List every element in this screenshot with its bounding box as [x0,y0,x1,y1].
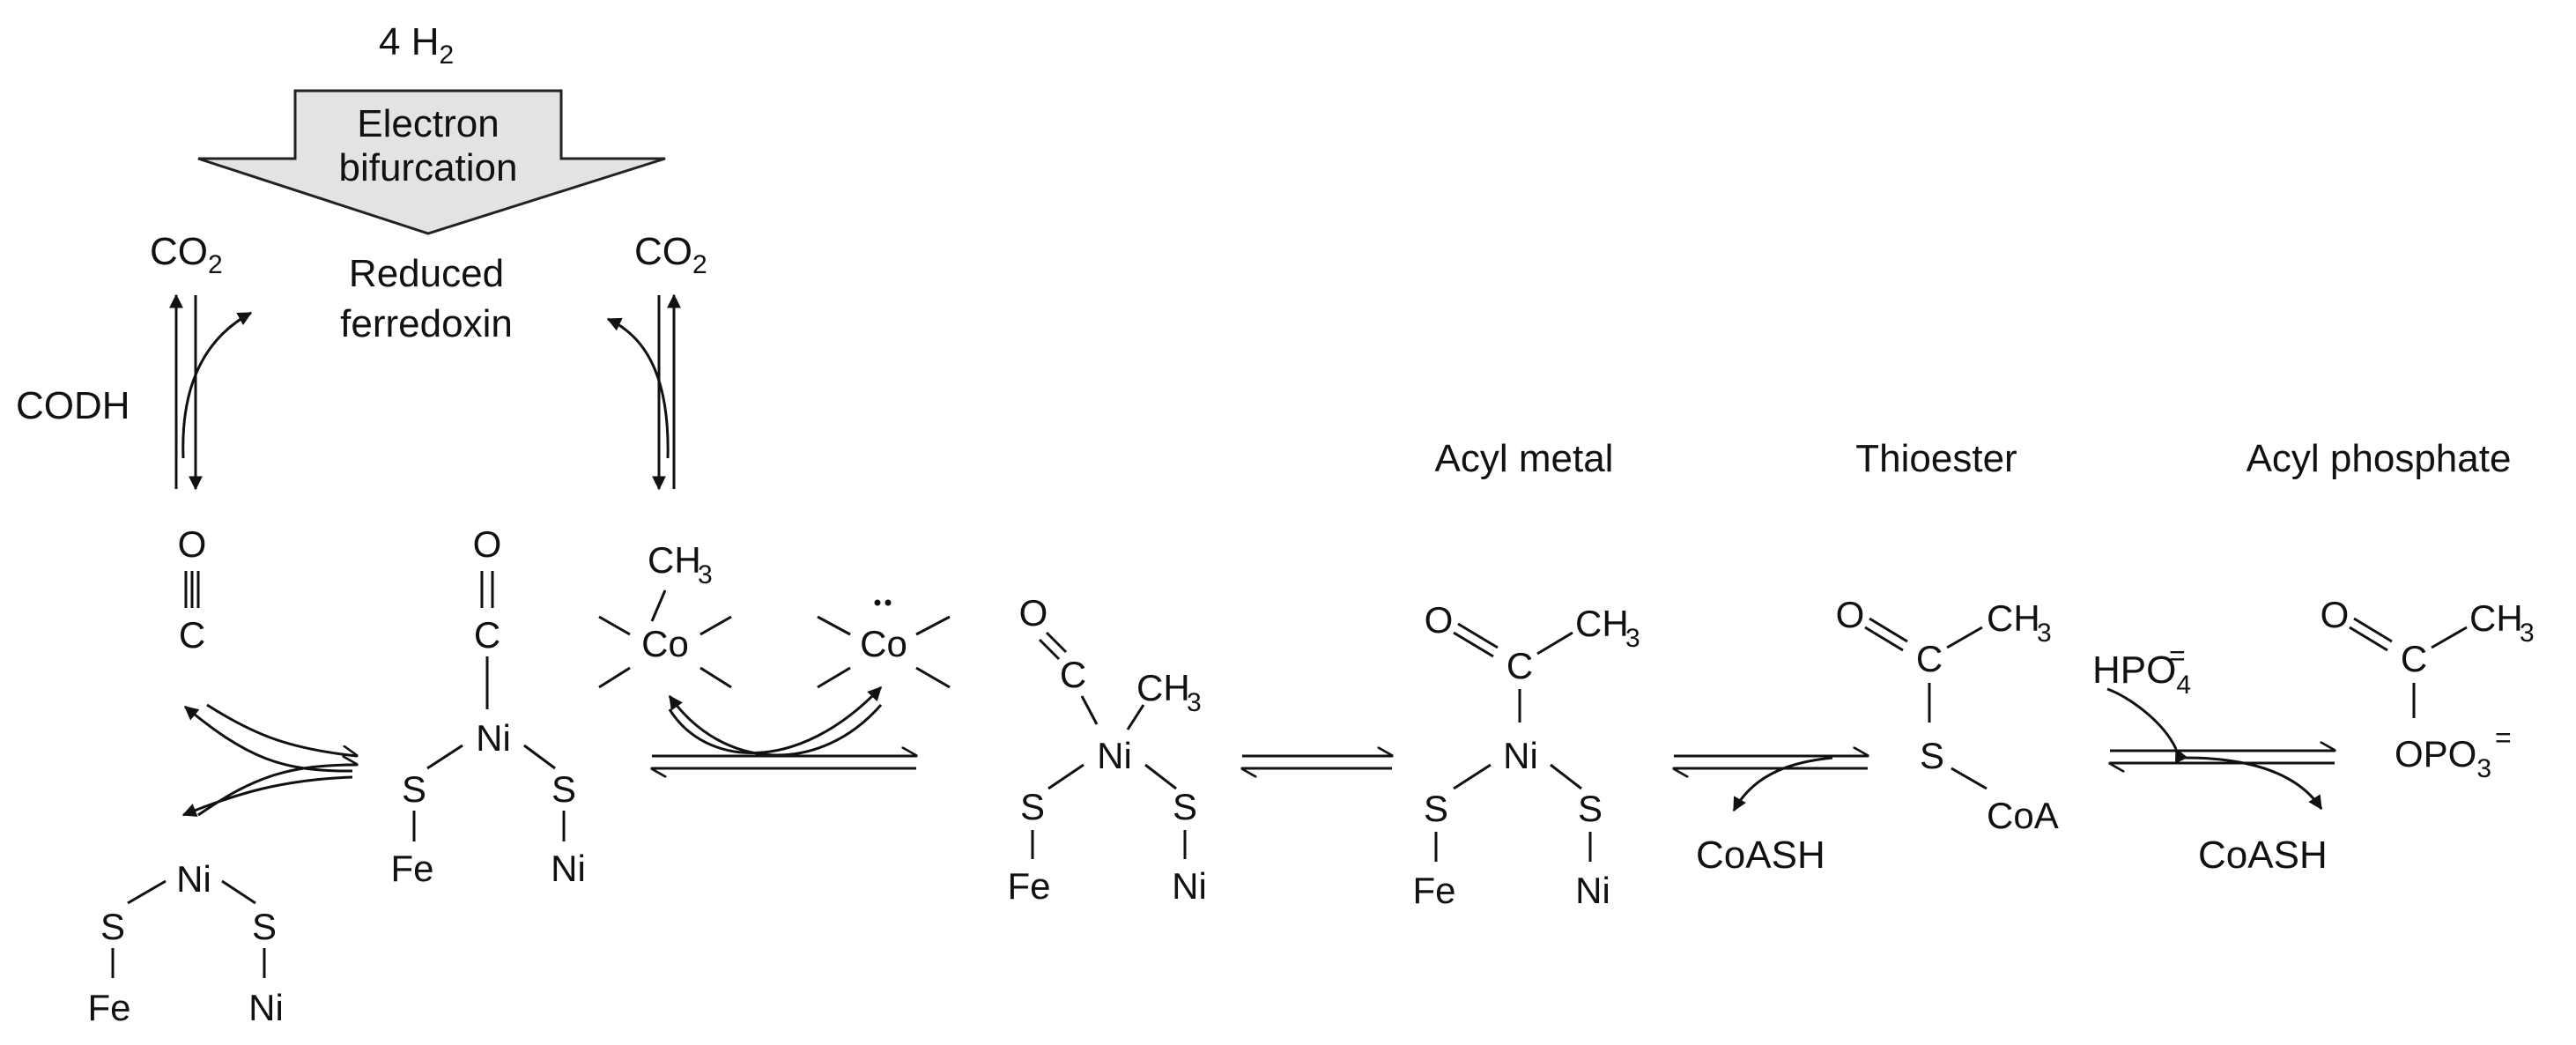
coash-right: CoASH [2198,834,2328,877]
svg-text:S: S [1578,788,1603,829]
acyl-phosphate-label: Acyl phosphate [2247,437,2512,480]
svg-text:3: 3 [2037,619,2052,648]
bifurcation-arrow: Electron bifurcation [197,89,666,235]
svg-text:C: C [1506,645,1533,686]
ni-release-back [181,775,353,817]
cobalt-free: Co [817,599,951,689]
co-binding-forward [206,703,357,756]
svg-text:S: S [1173,786,1197,827]
svg-text:O: O [473,523,502,565]
svg-text:C: C [474,614,500,656]
svg-text:S: S [551,768,576,810]
svg-text:CH: CH [2469,597,2523,639]
svg-text:O: O [2321,594,2350,635]
svg-text:O: O [1836,594,1865,635]
reduced-ferredoxin-line1: Reduced [349,252,504,295]
svg-text:Ni: Ni [1575,870,1610,911]
svg-text:Fe: Fe [390,848,433,889]
co-binding-forward-2 [197,765,357,817]
coash-left-curve [1732,756,1833,812]
svg-text:S: S [252,906,277,947]
ferredoxin-curve-right [606,317,670,459]
svg-text:S: S [100,906,125,947]
svg-text:CH: CH [1575,603,1629,644]
svg-text:3: 3 [1625,624,1640,653]
svg-text:CH: CH [1136,667,1190,708]
svg-text:Co: Co [641,623,689,664]
acetyl-coa: O C CH 3 S CoA [1836,594,2059,836]
svg-text:Ni: Ni [1172,865,1207,907]
svg-text:Fe: Fe [87,987,130,1028]
coash-left: CoASH [1696,834,1825,877]
acyl-metal-label: Acyl metal [1435,437,1614,480]
ferredoxin-curve-left [181,311,253,459]
codh-label: CODH [16,384,130,427]
svg-text:Fe: Fe [1007,865,1050,907]
svg-text:S: S [1020,786,1045,827]
thioester-label: Thioester [1855,437,2017,480]
co2-right: CO2 [634,230,707,279]
bifurcation-label-line2: bifurcation [338,146,517,189]
svg-text:Ni: Ni [476,717,511,759]
svg-text:Ni: Ni [248,987,284,1028]
svg-text:C: C [1060,654,1086,695]
svg-text:O: O [178,523,207,565]
svg-text:=: = [2495,722,2512,753]
svg-text:Ni: Ni [551,848,586,889]
svg-text:OPO3: OPO3 [2395,733,2491,783]
svg-text:Co: Co [860,623,907,664]
svg-text:Fe: Fe [1412,870,1455,911]
reduced-ferredoxin-line2: ferredoxin [340,302,513,345]
methyl-transfer-curve-2 [668,694,883,757]
coash-out-curve [2184,756,2323,811]
co2-left: CO2 [150,230,223,279]
svg-text:C: C [179,614,205,656]
methyl-cobalamin: CH 3 Co [598,539,732,689]
svg-text:C: C [2401,638,2427,679]
svg-text:CoA: CoA [1987,795,2059,836]
svg-text:S: S [1424,788,1448,829]
svg-text:3: 3 [2520,619,2535,648]
ni-cluster-free: Ni S S Fe Ni [87,858,283,1028]
ni-carbonyl-complex: O C Ni S S Fe Ni [390,523,585,889]
co-release-back [183,705,353,773]
phosphate-in-curve [2106,687,2188,764]
hpo4-charge: = [2169,640,2186,671]
hpo4-reactant: HPO4 [2092,648,2191,700]
svg-text:3: 3 [698,560,713,589]
svg-text:S: S [1920,735,1944,776]
svg-text:CH: CH [1987,597,2040,639]
svg-text:O: O [1019,592,1048,634]
acyl-nickel-complex: O C CH 3 Ni S S Fe Ni [1412,599,1640,911]
svg-text:Ni: Ni [1503,735,1538,776]
acetyl-phosphate: O C CH 3 OPO3 = [2321,594,2535,783]
ni-carbonyl-methyl-complex: O C CH 3 Ni S S Fe Ni [1007,592,1206,907]
svg-text:O: O [1425,599,1454,641]
bifurcation-label-line1: Electron [357,102,499,145]
svg-text:4 H2: 4 H2 [379,20,454,70]
h2-label: 4 H2 [379,20,454,70]
svg-text:CH: CH [648,539,701,581]
svg-text:S: S [402,768,426,810]
carbon-monoxide: O C [178,523,207,656]
svg-text:Ni: Ni [176,858,211,900]
svg-text:C: C [1916,638,1943,679]
methyl-transfer-curve-1 [668,686,883,754]
svg-text:3: 3 [1187,688,1202,717]
svg-text:Ni: Ni [1097,735,1132,776]
